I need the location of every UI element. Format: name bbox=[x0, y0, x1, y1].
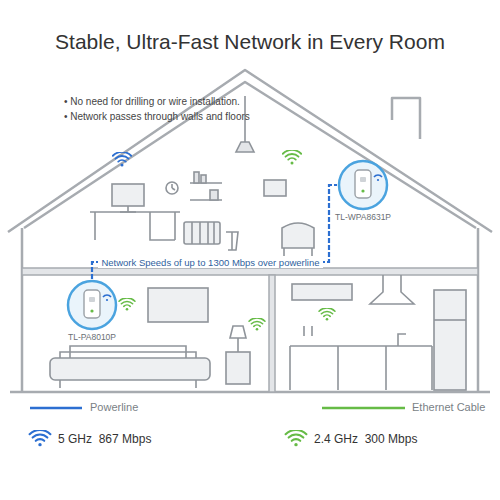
legend-text-wrap: Ethernet Cable bbox=[412, 401, 485, 413]
legend-text: Powerline bbox=[90, 401, 138, 413]
device-label: TL-PA8010P bbox=[64, 332, 121, 342]
device-node: TL-PA8010P bbox=[64, 279, 121, 342]
legend-text: 2.4 GHz 300 Mbps bbox=[314, 432, 417, 446]
device-circle bbox=[337, 159, 389, 211]
legend-text: 5 GHz 867 Mbps bbox=[58, 432, 151, 446]
powerline-connector bbox=[92, 185, 337, 279]
legend-text: Ethernet Cable bbox=[412, 401, 485, 413]
note-text-wrap: • Network passes through walls and floor… bbox=[64, 111, 250, 122]
legend-text-wrap: Powerline bbox=[90, 401, 138, 413]
note-text: • Network passes through walls and floor… bbox=[64, 111, 250, 122]
device-label: TL-WPA8631P bbox=[331, 212, 396, 222]
legend-text-wrap: 2.4 GHz 300 Mbps bbox=[314, 432, 417, 446]
note-text-wrap: • No need for drilling or wire installat… bbox=[64, 96, 240, 107]
legend-text-wrap: 5 GHz 867 Mbps bbox=[58, 432, 151, 446]
edge-label: Network Speeds of up to 1300 Mbps over p… bbox=[98, 257, 322, 268]
device-circle bbox=[66, 279, 118, 331]
title-wrap: Stable, Ultra-Fast Network in Every Room bbox=[0, 30, 500, 54]
note-text: • No need for drilling or wire installat… bbox=[64, 96, 240, 107]
edge-label-wrap: Network Speeds of up to 1300 Mbps over p… bbox=[98, 257, 322, 268]
title: Stable, Ultra-Fast Network in Every Room bbox=[0, 30, 500, 54]
device-node: TL-WPA8631P bbox=[331, 159, 396, 222]
